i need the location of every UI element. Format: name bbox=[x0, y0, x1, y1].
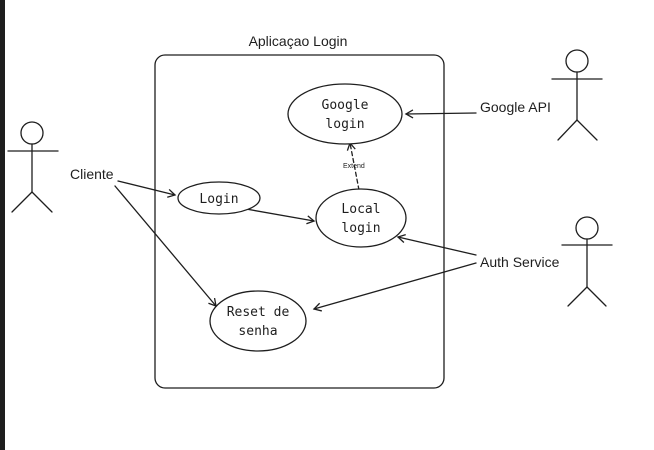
actor-cliente-label: Cliente bbox=[70, 166, 114, 182]
svg-text:login: login bbox=[341, 221, 380, 236]
svg-text:senha: senha bbox=[238, 324, 277, 339]
edge-login-local bbox=[245, 208, 316, 225]
actor-auth-service-label: Auth Service bbox=[480, 254, 560, 270]
edge-googleapi-google bbox=[404, 109, 477, 119]
actor-google-api-label: Google API bbox=[480, 99, 551, 115]
actor-cliente-figure bbox=[7, 121, 59, 213]
edge-cliente-login bbox=[117, 180, 177, 198]
actor-google-api-figure bbox=[551, 49, 603, 141]
svg-text:Local: Local bbox=[341, 202, 380, 217]
use-case-local-login: Local login bbox=[315, 188, 407, 248]
actor-auth-service-figure bbox=[561, 216, 613, 307]
system-title: Aplicaçao Login bbox=[249, 33, 348, 49]
edge-auth-local bbox=[396, 234, 477, 256]
system-boundary bbox=[154, 54, 445, 389]
svg-text:login: login bbox=[325, 117, 364, 132]
edge-cliente-reset bbox=[114, 185, 217, 308]
edge-auth-reset bbox=[312, 262, 477, 312]
use-case-reset-senha: Reset de senha bbox=[209, 290, 307, 352]
svg-text:Google: Google bbox=[322, 98, 369, 113]
extend-label: Extend bbox=[343, 163, 365, 170]
use-case-login: Login bbox=[177, 181, 261, 215]
window-edge bbox=[0, 0, 5, 450]
edge-extend bbox=[346, 141, 360, 191]
svg-text:Login: Login bbox=[199, 192, 238, 207]
use-case-google-login: Google login bbox=[287, 83, 403, 145]
svg-text:Reset de: Reset de bbox=[227, 305, 290, 320]
